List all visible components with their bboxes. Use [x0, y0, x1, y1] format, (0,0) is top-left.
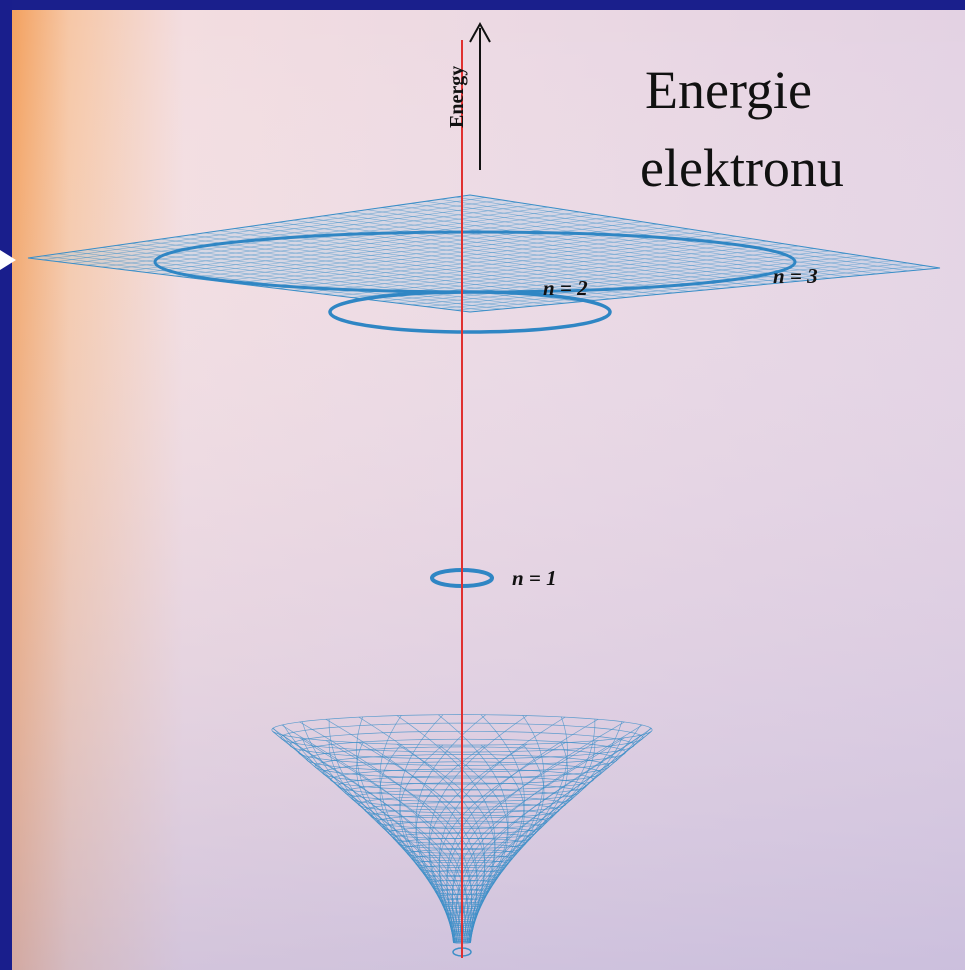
funnel-meridian	[329, 719, 459, 943]
energy-axis-label: Energy	[446, 58, 469, 128]
funnel-meridian	[465, 741, 595, 942]
slide-title-line-1: Energie	[645, 60, 812, 120]
funnel-meridian	[447, 719, 598, 942]
level-label-n2: n = 2	[543, 276, 588, 301]
funnel-meridian	[460, 728, 651, 943]
level-label-n1: n = 1	[512, 566, 557, 591]
level-label-n3: n = 3	[773, 264, 818, 289]
funnel-meridian	[302, 738, 461, 942]
funnel-meridian	[465, 719, 595, 943]
funnel-meridian	[397, 716, 495, 943]
funnel-meridian	[273, 728, 464, 943]
bullet-arrow-icon	[0, 250, 16, 270]
energy-surface-mesh	[28, 195, 940, 956]
slide-title-line-2: elektronu	[640, 138, 844, 198]
funnel-meridian	[329, 741, 459, 942]
funnel-meridian	[429, 716, 527, 943]
funnel-meridian	[326, 719, 477, 942]
funnel-meridian	[463, 738, 622, 942]
